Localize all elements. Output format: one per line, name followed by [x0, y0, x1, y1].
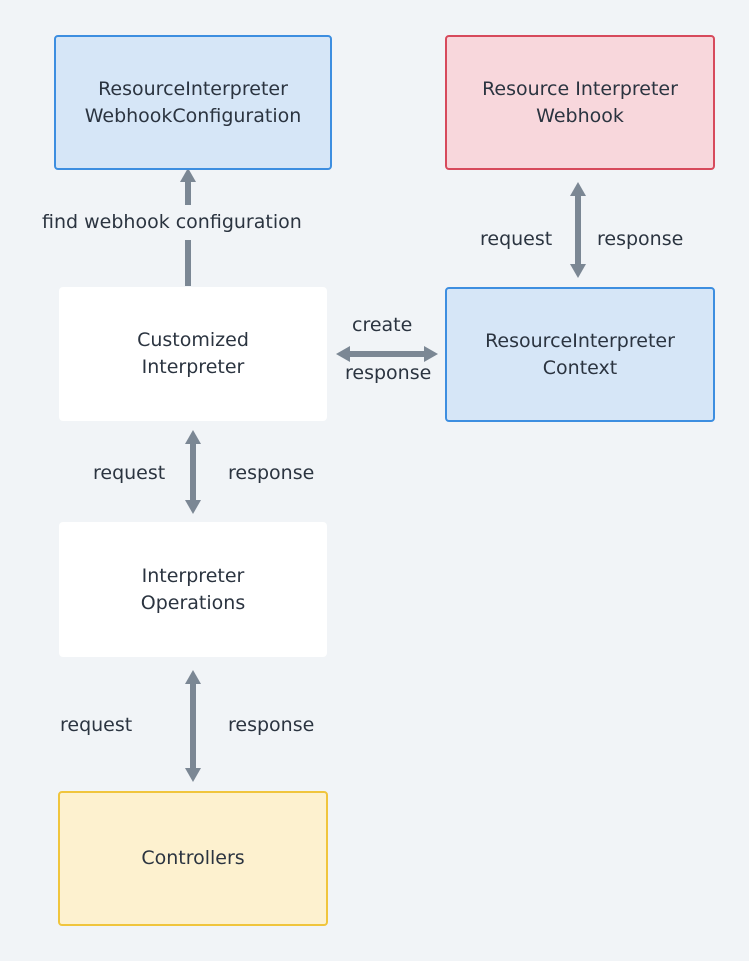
edge-label-webhook-request: request [480, 228, 553, 250]
edge-label-controllers-response: response [228, 714, 315, 736]
node-interpreter-webhook: Resource Interpreter Webhook [445, 35, 715, 170]
edge-label-operations-request: request [93, 462, 166, 484]
edge-label-operations-response: response [228, 462, 315, 484]
arrowhead-find-config-up [180, 168, 196, 182]
edge-label-context-response: response [345, 362, 432, 384]
node-controllers: Controllers [58, 791, 328, 926]
arrowhead-context-down [570, 264, 586, 278]
node-interpreter-webhook-label: Resource Interpreter Webhook [482, 77, 678, 127]
edge-label-find-config: find webhook configuration [42, 211, 302, 233]
edge-label-context-create: create [352, 314, 413, 336]
node-interpreter-operations: Interpreter Operations [59, 522, 327, 657]
edge-label-webhook-response: response [597, 228, 684, 250]
node-customized-interpreter-label: Customized Interpreter [137, 329, 249, 378]
node-interpreter-context: ResourceInterpreter Context [445, 287, 715, 422]
arrowhead-webhook-up [570, 182, 586, 196]
node-interpreter-operations-label: Interpreter Operations [140, 564, 246, 614]
arrowhead-controllers-down [185, 768, 201, 782]
arrowhead-customized-up [185, 430, 201, 444]
arrowhead-operations-up [185, 670, 201, 684]
arrowhead-operations-down [185, 500, 201, 514]
node-controllers-label: Controllers [141, 847, 245, 869]
node-webhook-configuration-label: ResourceInterpreter WebhookConfiguration [84, 77, 302, 127]
arrowhead-context-left [424, 346, 438, 362]
arrowhead-customized-left [336, 346, 350, 362]
edge-label-controllers-request: request [60, 714, 133, 736]
node-webhook-configuration: ResourceInterpreter WebhookConfiguration [54, 35, 332, 170]
node-customized-interpreter: Customized Interpreter [59, 287, 327, 421]
node-interpreter-context-label: ResourceInterpreter Context [485, 329, 675, 379]
